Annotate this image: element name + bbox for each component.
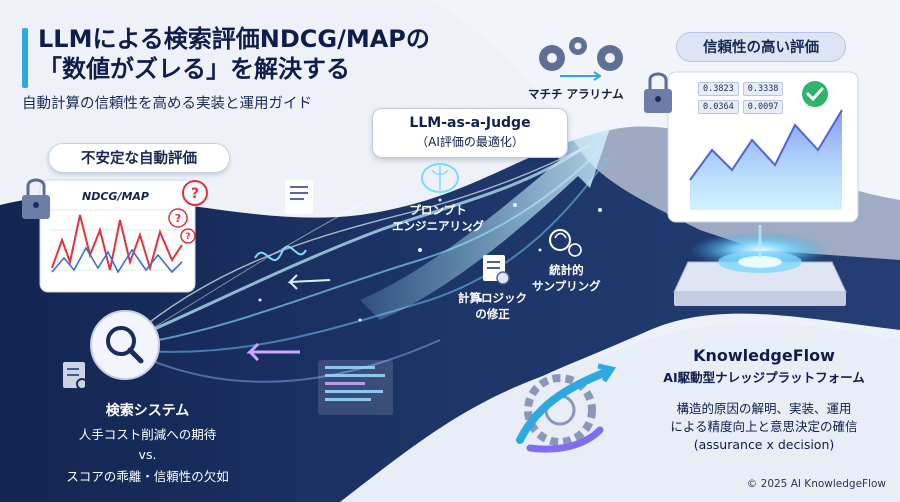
metric-value: 0.3338: [742, 82, 784, 96]
brand-name: KnowledgeFlow: [693, 346, 835, 365]
svg-text:?: ?: [175, 212, 181, 225]
metric-value: 0.3823: [698, 82, 739, 96]
gears-icon: [539, 37, 623, 71]
left-summary: 検索システム 人手コスト削減への期待 vs. スコアの乖離・信頼性の欠如: [40, 400, 255, 485]
logic-doc-icon: [483, 255, 510, 285]
chart-title-ndcg-map: NDCG/MAP: [82, 190, 149, 203]
copyright-text: © 2025 AI KnowledgeFlow: [746, 478, 886, 490]
stat-gear-icon: [549, 229, 582, 257]
page-subtitle: 自動計算の信頼性を高める実装と運用ガイド: [22, 96, 312, 112]
lock-icon-right: [644, 72, 672, 113]
search-magnifier-icon: [90, 310, 160, 380]
unstable-line-red: [51, 214, 183, 272]
progress-arrow: [360, 128, 610, 320]
metric-values: 0.3823 0.3338 0.0364 0.0097: [698, 82, 813, 118]
metric-row: 0.3823 0.3338: [698, 82, 813, 96]
document-icon: [285, 180, 313, 214]
light-streams: [129, 144, 611, 383]
prompt-label: プロンプト エンジニアリング: [392, 203, 484, 233]
metric-value: 0.0364: [698, 100, 739, 114]
brain-icon: [421, 163, 459, 193]
svg-text:?: ?: [191, 186, 199, 202]
brand-subtitle: AI駆動型ナレッジプラットフォーム: [663, 370, 865, 385]
platform-device: [673, 225, 847, 306]
lock-icon-left: [22, 178, 50, 219]
page-title-line2: 「数値がズレる」を解決する: [38, 55, 350, 83]
ribbon-title: LLM-as-a-Judge: [409, 115, 531, 131]
brand-description: 構造的原因の解明、実装、運用 による精度向上と意思決定の確信 (assuranc…: [670, 401, 858, 452]
right-summary: KnowledgeFlow AI駆動型ナレッジプラットフォーム 構造的原因の解明…: [628, 346, 900, 454]
unstable-line-blue: [51, 246, 183, 274]
check-icon: [802, 81, 828, 107]
metric-row: 0.0364 0.0097: [698, 100, 813, 114]
vs-text: vs.: [138, 447, 157, 462]
expectation-text: 人手コスト削減への期待: [78, 427, 217, 442]
svg-text:?: ?: [185, 232, 190, 242]
ribbon-subtitle: （AI評価の最適化）: [416, 135, 524, 149]
title-block: LLMによる検索評価NDCG/MAPの 「数値がズレる」を解決する: [22, 24, 462, 88]
search-doc-icon: [63, 362, 88, 390]
logic-fix-label: 計算ロジック の修正: [458, 291, 527, 321]
page-title-line1: LLMによる検索評価NDCG/MAPの: [38, 25, 430, 53]
sync-gears-icon: [516, 363, 617, 453]
title-accent-bar: [22, 28, 28, 88]
problem-text: スコアの乖離・信頼性の欠如: [66, 469, 229, 484]
reliable-eval-badge: 信頼性の高い評価: [676, 32, 846, 62]
metric-value: 0.0097: [742, 100, 784, 114]
unstable-eval-badge: 不安定な自動評価: [48, 143, 230, 173]
llm-judge-ribbon: LLM-as-a-Judge （AI評価の最適化）: [372, 108, 568, 158]
matching-label: マチチ アラリナム: [528, 87, 624, 101]
search-system-label: 検索システム: [105, 403, 190, 419]
question-bubble-icon: ? ? ?: [168, 180, 208, 244]
document-stack-icon: [318, 360, 393, 415]
stat-sampling-label: 統計的 サンプリング: [532, 263, 601, 293]
